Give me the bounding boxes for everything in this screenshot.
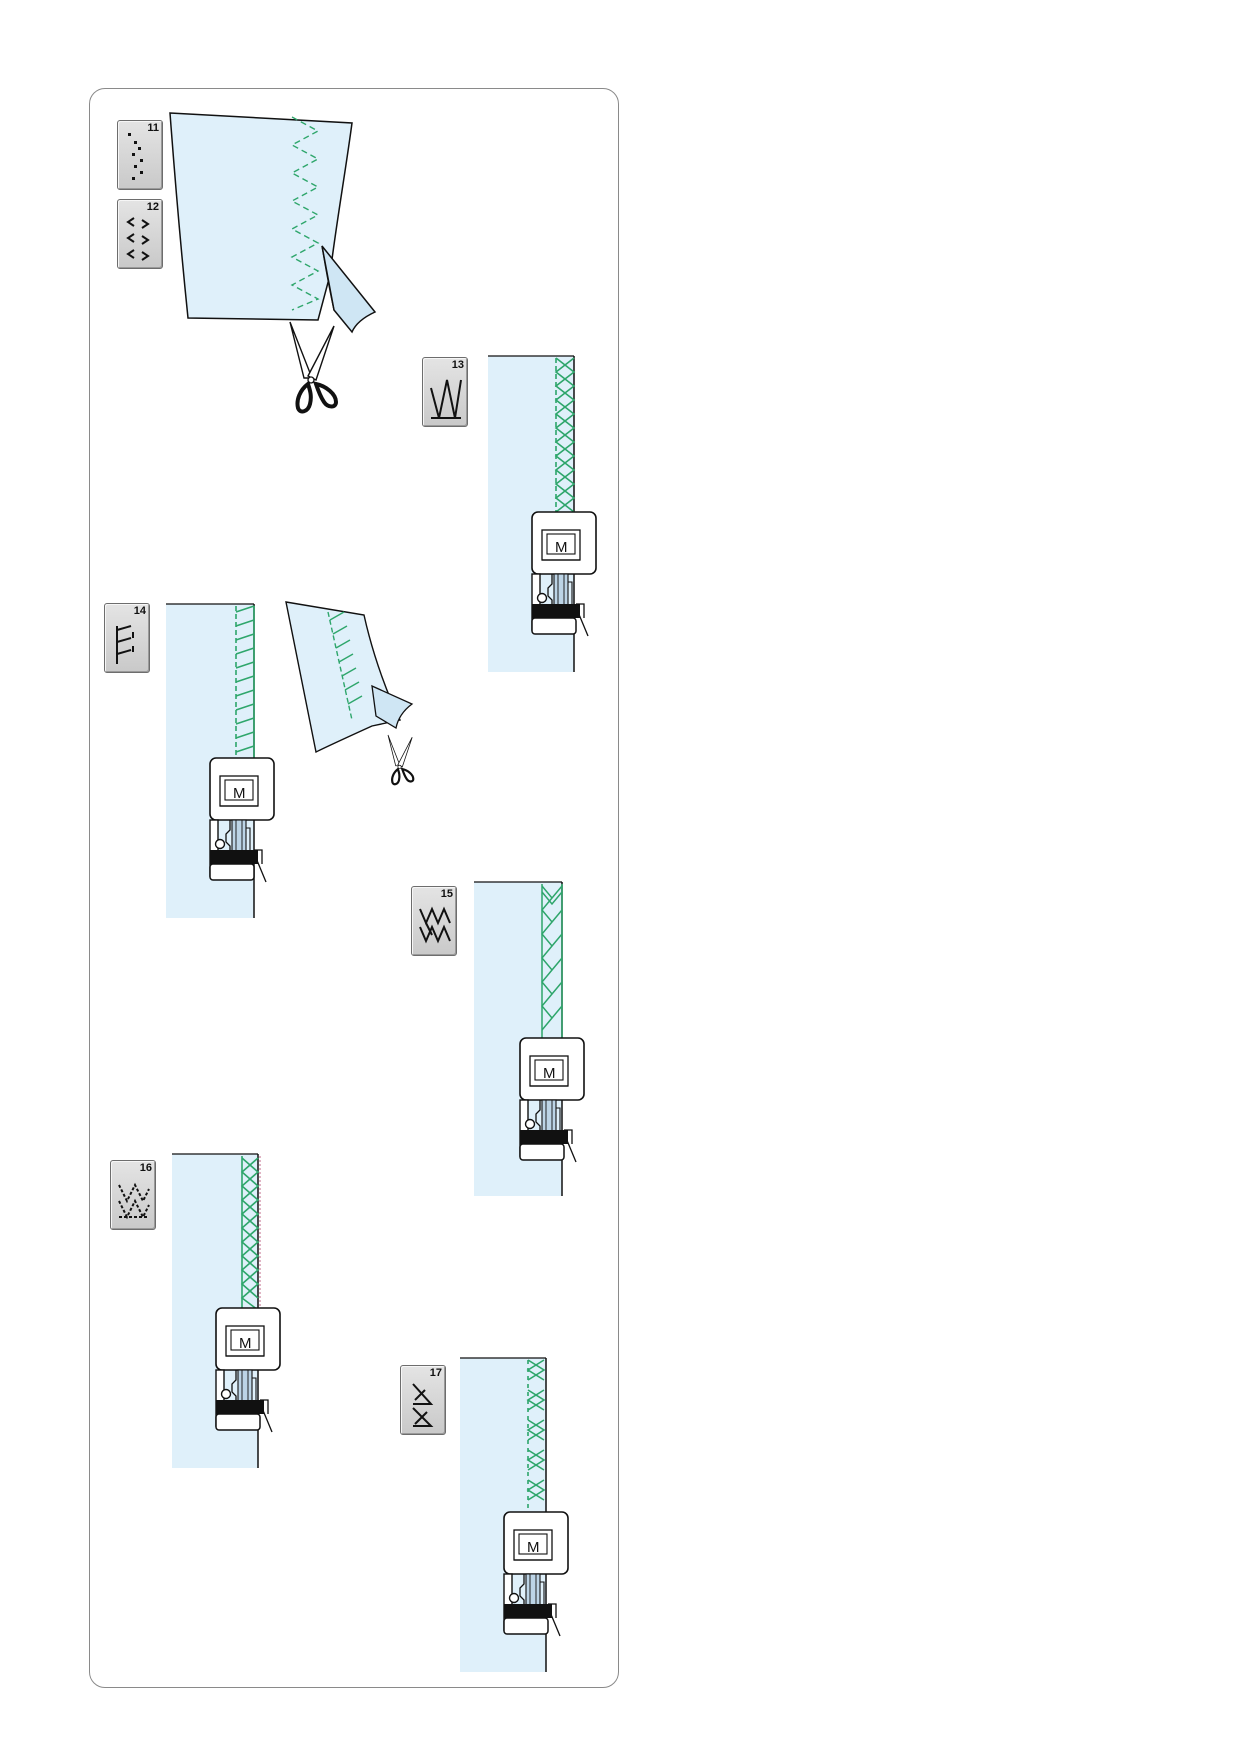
fabric-trim-illustration bbox=[169, 112, 377, 414]
pattern-number: 15 bbox=[440, 888, 453, 900]
stitch-15-illustration bbox=[474, 881, 585, 1196]
pattern-16-badge: 16 bbox=[110, 1160, 156, 1230]
pattern-13-badge: 13 bbox=[422, 357, 468, 427]
pattern-12-icon bbox=[126, 217, 150, 261]
stitch-16-illustration bbox=[172, 1153, 281, 1468]
stitch-13-illustration bbox=[488, 355, 597, 672]
stitch-17-illustration bbox=[460, 1357, 569, 1672]
pattern-12-badge: 12 bbox=[117, 199, 163, 269]
pattern-17-badge: 17 bbox=[400, 1365, 446, 1435]
pattern-15-badge: 15 bbox=[411, 886, 457, 956]
pattern-number: 13 bbox=[451, 359, 464, 371]
stitch-14-illustration bbox=[166, 601, 415, 918]
pattern-14-badge: 14 bbox=[104, 603, 150, 673]
pattern-13-icon bbox=[430, 379, 462, 419]
pattern-number: 16 bbox=[139, 1162, 152, 1174]
pattern-number: 17 bbox=[429, 1367, 442, 1379]
pattern-16-icon bbox=[118, 1182, 150, 1220]
pattern-14-icon bbox=[116, 625, 134, 664]
pattern-number: 11 bbox=[147, 122, 159, 134]
pattern-number: 12 bbox=[146, 201, 159, 213]
pattern-11-icon bbox=[128, 133, 143, 180]
pattern-11-badge: 11 bbox=[117, 120, 163, 190]
pattern-17-icon bbox=[412, 1383, 434, 1427]
pattern-number: 14 bbox=[133, 605, 146, 617]
pattern-15-icon bbox=[419, 906, 451, 944]
